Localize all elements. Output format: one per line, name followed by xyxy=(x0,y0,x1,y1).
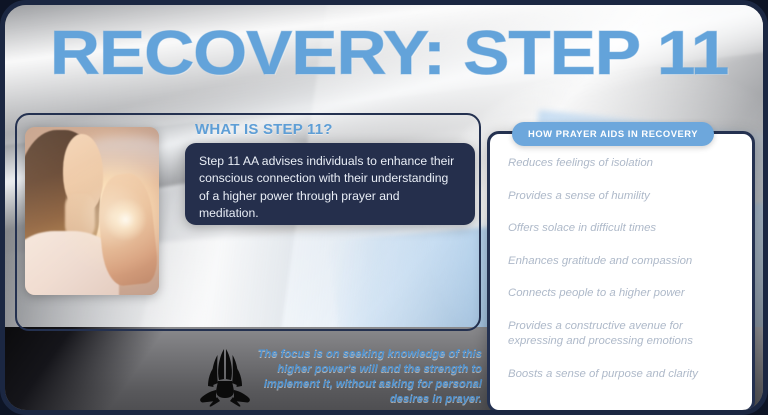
lower-strip-shadow xyxy=(5,327,165,410)
benefits-card: Reduces feelings of isolation Provides a… xyxy=(487,131,755,410)
definition-card: Step 11 AA advises individuals to enhanc… xyxy=(185,143,475,225)
list-item: Boosts a sense of purpose and clarity xyxy=(508,367,698,380)
page-title: RECOVERY: STEP 11 xyxy=(49,19,729,88)
photo-glow xyxy=(65,157,159,275)
praying-woman-photo xyxy=(25,127,159,295)
praying-hands-icon xyxy=(197,345,253,407)
list-item: Provides a constructive avenue for expre… xyxy=(508,319,693,348)
photo-warm-overlay xyxy=(25,127,159,295)
benefits-list: Reduces feelings of isolation Provides a… xyxy=(490,134,752,399)
list-item: Provides a sense of humility xyxy=(508,189,650,202)
benefits-badge: HOW PRAYER AIDS IN RECOVERY xyxy=(512,122,715,146)
list-item: Offers solace in difficult times xyxy=(508,222,657,234)
list-item: Enhances gratitude and compassion xyxy=(508,254,693,267)
definition-text: Step 11 AA advises individuals to enhanc… xyxy=(199,154,455,221)
focus-note: The focus is on seeking knowledge of thi… xyxy=(257,348,482,405)
left-panel: WHAT IS STEP 11? Step 11 AA advises indi… xyxy=(17,117,482,407)
list-item: Reduces feelings of isolation xyxy=(508,157,654,169)
list-item: Connects people to a higher power xyxy=(508,287,685,299)
section-heading: WHAT IS STEP 11? xyxy=(195,121,333,138)
